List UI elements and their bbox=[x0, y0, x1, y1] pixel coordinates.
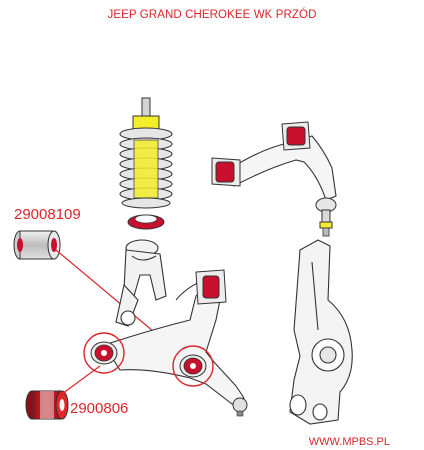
highlight-circle-rear bbox=[172, 345, 214, 387]
coil-spring bbox=[119, 97, 173, 209]
website-url: WWW.MPBS.PL bbox=[308, 436, 390, 448]
steering-knuckle bbox=[289, 239, 353, 425]
part-number-lower: 2900806 bbox=[70, 400, 129, 417]
spring-seat-red bbox=[127, 214, 165, 230]
lower-control-arm bbox=[103, 269, 248, 417]
diagram-title: JEEP GRAND CHEROKEE WK PRZÓD bbox=[107, 9, 317, 21]
bushing-29008109 bbox=[13, 230, 61, 260]
bushing-2900806 bbox=[25, 390, 69, 420]
strut-lower-mount bbox=[115, 239, 167, 327]
highlight-circle-front bbox=[83, 332, 125, 374]
part-number-upper: 29008109 bbox=[14, 206, 81, 223]
upper-control-arm bbox=[211, 121, 337, 237]
